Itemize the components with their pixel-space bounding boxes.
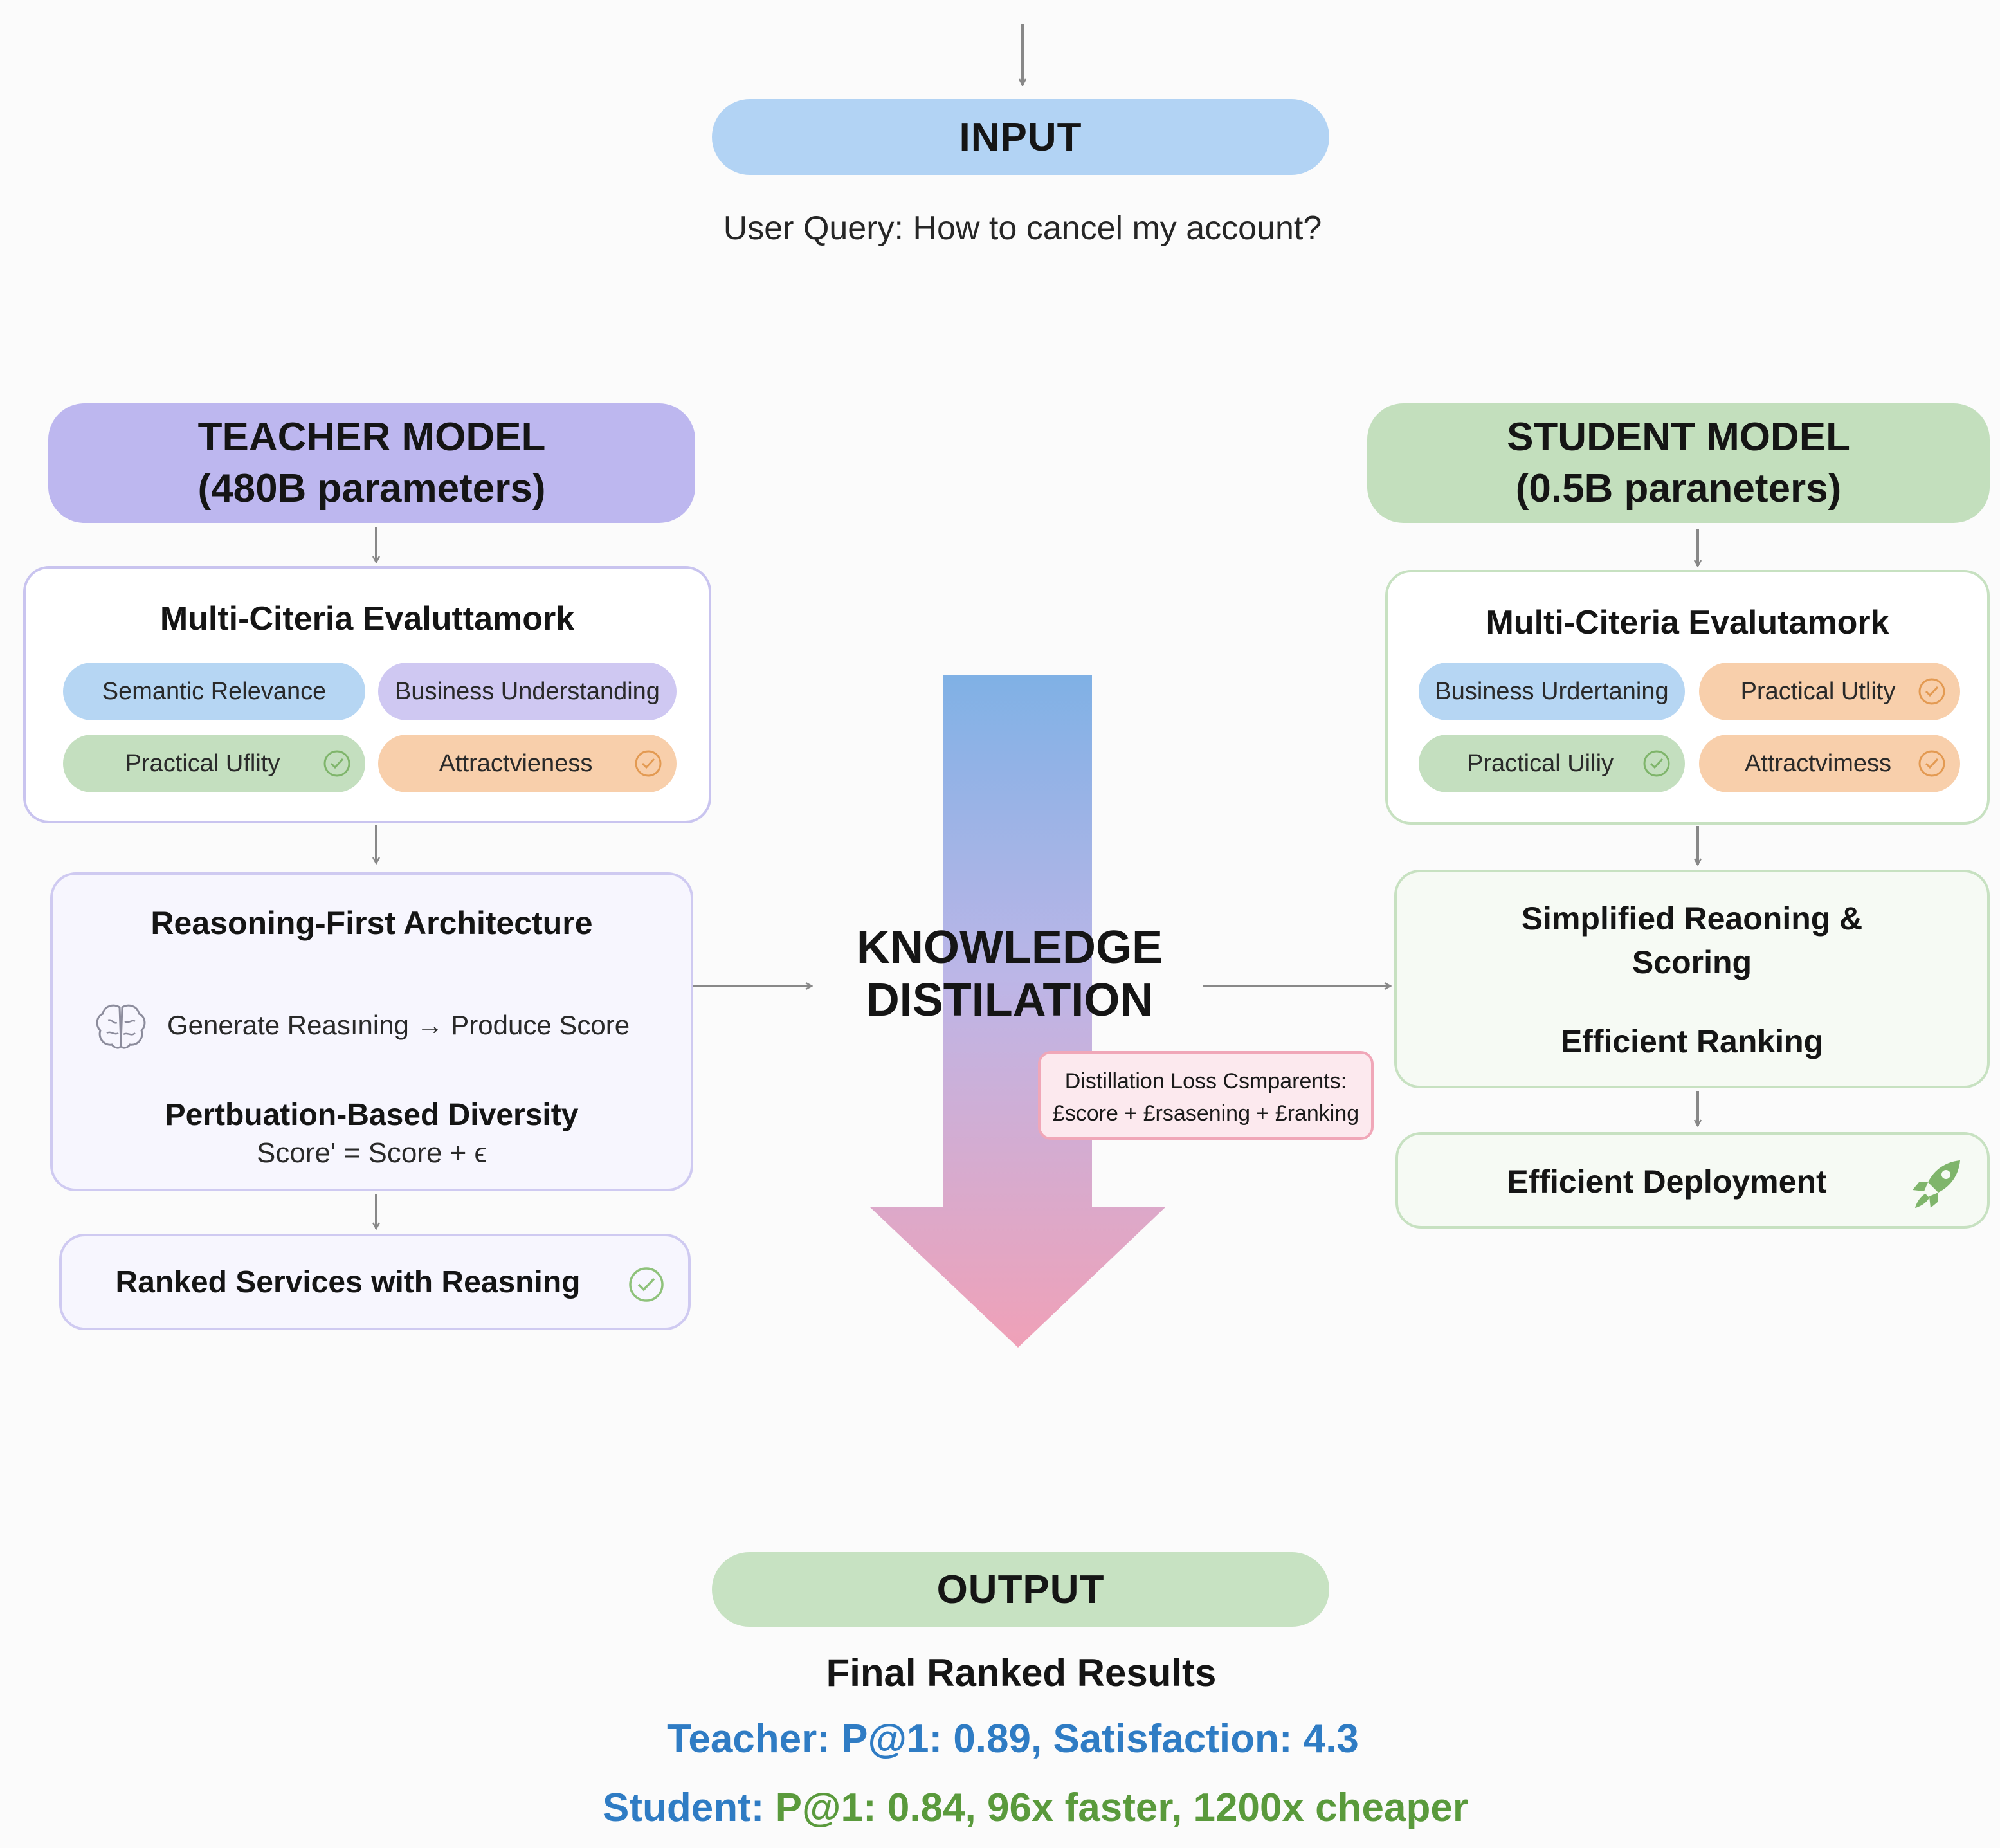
- check-circle-icon: [635, 750, 662, 777]
- diversity-formula: Score' = Score + ϵ: [256, 1137, 487, 1169]
- distillation-line2: DISTILATION: [866, 974, 1154, 1026]
- teacher-model-header: TEACHER MODEL (480B parameters): [48, 403, 695, 523]
- criterion-chip: Attractvimess: [1699, 735, 1960, 792]
- distillation-arrow: [869, 675, 1166, 1348]
- student-criteria-panel: Multi-Citeria Evalutamork Business Urder…: [1385, 570, 1990, 825]
- loss-components-title: Distillation Loss Csmparents:: [1064, 1069, 1347, 1093]
- output-pill: OUTPUT: [712, 1552, 1329, 1627]
- student-metrics-values: P@1: 0.84, 96x faster, 1200x cheaper: [775, 1786, 1468, 1830]
- ranked-services-box: Ranked Services with Reasning: [59, 1234, 691, 1330]
- student-title: STUDENT MODEL: [1507, 415, 1850, 459]
- student-params: (0.5B paraneters): [1515, 466, 1842, 511]
- student-model-header: STUDENT MODEL (0.5B paraneters): [1367, 403, 1990, 523]
- check-circle-icon: [1918, 678, 1945, 705]
- distillation-loss-box: Distillation Loss Csmparents: £score + £…: [1038, 1051, 1374, 1140]
- efficient-ranking-label: Efficient Ranking: [1560, 1023, 1824, 1059]
- distillation-title: KNOWLEDGE DISTILATION: [830, 921, 1190, 1027]
- criterion-chip: Business Understanding: [378, 663, 677, 720]
- deployment-box: Efficient Deployment: [1395, 1132, 1990, 1229]
- check-circle-icon: [629, 1267, 664, 1302]
- check-circle-icon: [323, 750, 350, 777]
- check-circle-icon: [1918, 750, 1945, 777]
- teacher-title: TEACHER MODEL: [197, 415, 546, 459]
- teacher-params: (480B parameters): [197, 466, 546, 511]
- reasoning-title: Reasoning-First Architecture: [150, 905, 593, 941]
- simplified-line1: Simplified Reaoning &: [1521, 901, 1863, 937]
- brain-icon: [96, 1004, 146, 1049]
- teacher-metrics-prefix: Teacher:: [667, 1717, 830, 1761]
- simplified-reasoning-title: Simplified Reaoning & Scoring: [1397, 897, 1987, 984]
- student-reasoning-panel: Simplified Reaoning & Scoring Efficient …: [1394, 870, 1990, 1088]
- teacher-criteria-title: Multi-Citeria Evaluttamork: [159, 600, 575, 637]
- criterion-chip: Practical Uflity: [63, 735, 365, 792]
- criterion-chip: Attractvieness: [378, 735, 677, 792]
- teacher-reasoning-panel: Reasoning-First Architecture Generate Re…: [50, 872, 693, 1191]
- input-pill: INPUT: [712, 99, 1329, 175]
- teacher-criteria-panel: Multi-Citeria Evaluttamork Semantic Rele…: [23, 566, 711, 823]
- loss-components-formula: £score + £rsasening + £ranking: [1052, 1101, 1359, 1126]
- criterion-chip: Business Urdertaning: [1419, 663, 1685, 720]
- output-label: OUTPUT: [936, 1567, 1105, 1612]
- reasoning-step: Generate Reasıning → Produce Score: [167, 1010, 630, 1040]
- teacher-metrics-line: Teacher: P@1: 0.89, Satisfaction: 4.3: [0, 1716, 2000, 1762]
- distillation-line1: KNOWLEDGE: [857, 922, 1163, 973]
- simplified-line2: Scoring: [1632, 944, 1752, 980]
- student-metrics-line: Student: P@1: 0.84, 96x faster, 1200x ch…: [0, 1785, 2000, 1831]
- student-criteria-title: Multi-Citeria Evalutamork: [1486, 604, 1889, 641]
- criterion-chip: Practical Uiliy: [1419, 735, 1685, 792]
- criterion-chip: Semantic Relevance: [63, 663, 365, 720]
- student-metrics-prefix: Student:: [603, 1786, 765, 1830]
- teacher-metrics-values: P@1: 0.89, Satisfaction: 4.3: [841, 1717, 1359, 1761]
- rocket-icon: [1913, 1160, 1960, 1208]
- check-circle-icon: [1643, 750, 1670, 777]
- criterion-chip: Practical Utlity: [1699, 663, 1960, 720]
- ranked-services-label: Ranked Services with Reasning: [115, 1265, 581, 1299]
- input-label: INPUT: [959, 114, 1082, 160]
- final-results-title: Final Ranked Results: [826, 1651, 1217, 1694]
- diversity-title: Pertbuation-Based Diversity: [165, 1098, 579, 1132]
- user-query: User Query: How to cancel my account?: [723, 210, 1322, 247]
- deployment-label: Efficient Deployment: [1507, 1164, 1827, 1200]
